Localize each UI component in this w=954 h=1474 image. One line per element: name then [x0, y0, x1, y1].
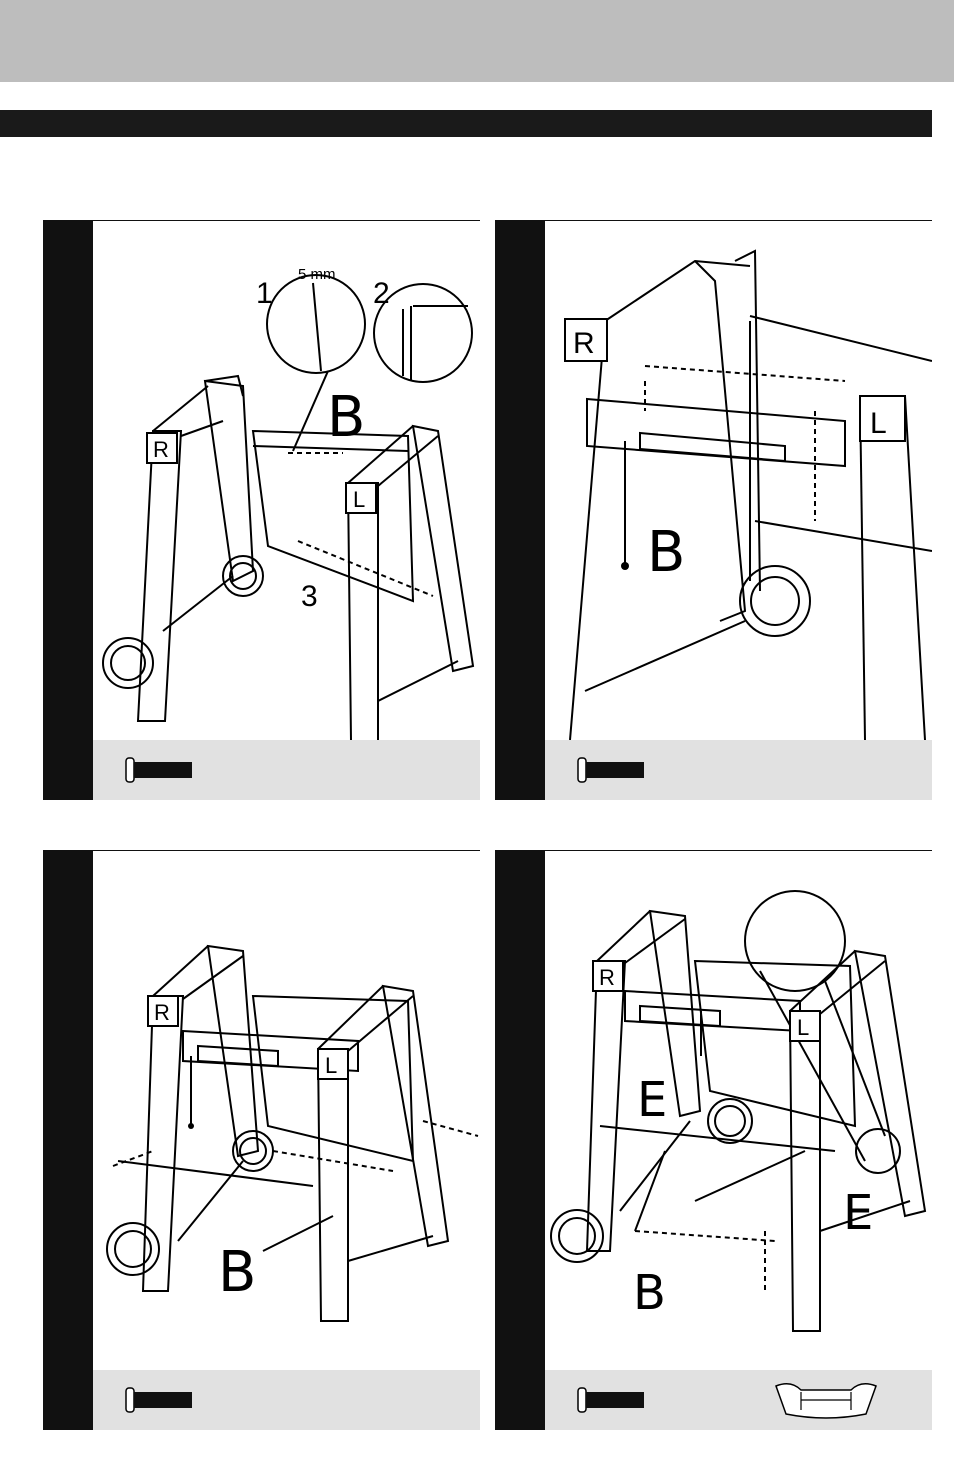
step-illustration: 5 mm 1 2 3 B R L	[93, 221, 480, 740]
leg-label-l: L	[353, 487, 365, 512]
assembly-drawing-4: R L E E B	[545, 851, 932, 1370]
leg-label-r: R	[154, 1000, 170, 1025]
detail-circle	[745, 891, 845, 991]
leg-label-l: L	[325, 1053, 337, 1078]
callout-part-b: B	[647, 520, 685, 585]
dimension-label: 5 mm	[298, 266, 336, 283]
step-illustration: R L E E B	[545, 851, 932, 1370]
section-title-bar	[0, 110, 932, 137]
assembly-drawing-1: 5 mm 1 2 3 B R L	[93, 221, 480, 740]
step-illustration: R L B	[93, 851, 480, 1370]
step-number-strip	[43, 220, 93, 800]
leg-label-l: L	[870, 407, 887, 440]
step-number-strip	[495, 220, 545, 800]
parts-tray	[93, 740, 480, 800]
parts-tray	[545, 1370, 932, 1430]
assembly-drawing-2: R L B	[545, 221, 932, 740]
bracket-icon	[771, 1378, 881, 1422]
bolt-icon	[125, 756, 195, 784]
step-panel-3: R L B	[43, 850, 480, 1430]
assembly-drawing-3: R L B	[93, 851, 480, 1370]
parts-tray	[545, 740, 932, 800]
bolt-icon	[577, 756, 647, 784]
leg-label-r: R	[573, 327, 595, 360]
callout-step-1: 1	[256, 277, 273, 310]
parts-tray	[93, 1370, 480, 1430]
callout-step-3: 3	[301, 580, 318, 613]
bolt-icon	[577, 1386, 647, 1414]
leg-label-l: L	[797, 1015, 809, 1040]
callout-step-2: 2	[373, 277, 390, 310]
leg-label-r: R	[599, 965, 615, 990]
step-panel-4: R L E E B	[495, 850, 932, 1430]
step-panel-1: 5 mm 1 2 3 B R L	[43, 220, 480, 800]
callout-part-e-right: E	[843, 1185, 873, 1241]
step-number-strip	[495, 850, 545, 1430]
callout-part-e-left: E	[637, 1072, 667, 1128]
header-band	[0, 0, 954, 82]
callout-part-b: B	[633, 1265, 666, 1321]
step-panel-2: R L B	[495, 220, 932, 800]
callout-part-b: B	[218, 1240, 256, 1305]
leg-label-r: R	[153, 437, 169, 462]
callout-part-b: B	[327, 385, 365, 450]
step-number-strip	[43, 850, 93, 1430]
bolt-icon	[125, 1386, 195, 1414]
step-illustration: R L B	[545, 221, 932, 740]
